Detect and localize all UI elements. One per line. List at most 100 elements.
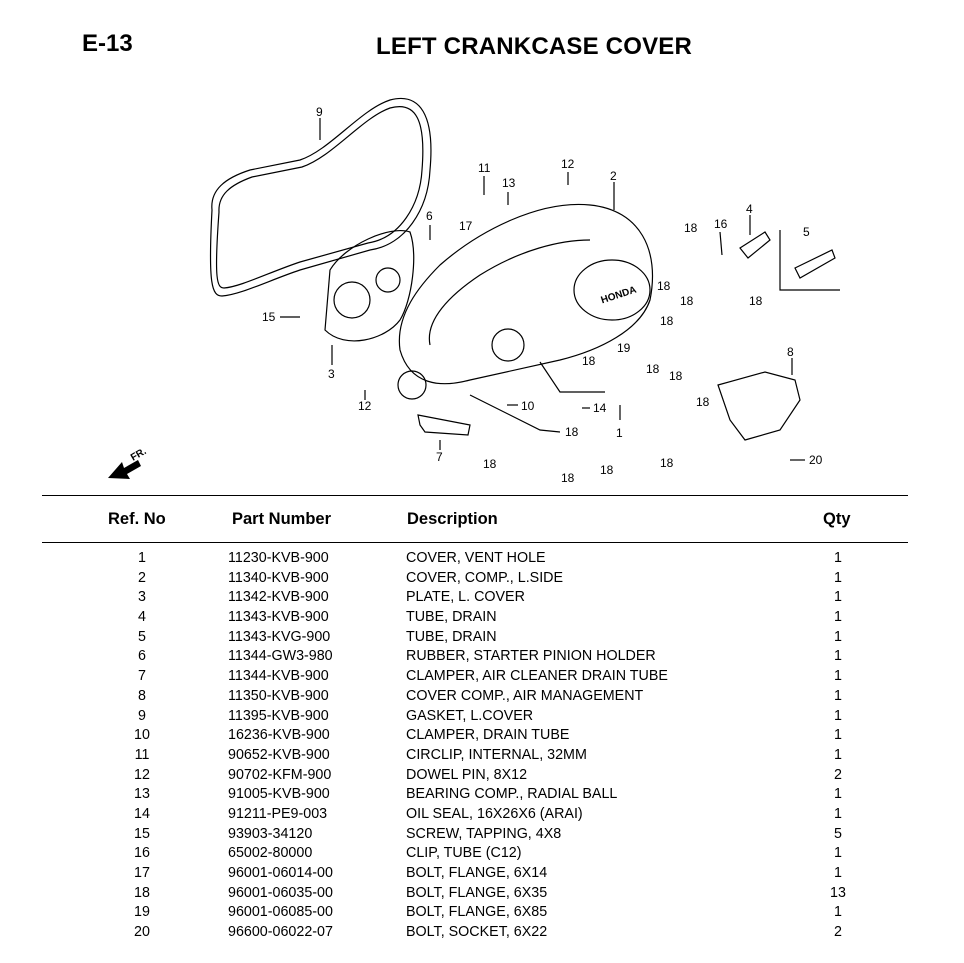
- ref-cell: 19: [134, 904, 150, 921]
- description-cell: BOLT, SOCKET, 6X22: [406, 924, 548, 941]
- svg-text:18: 18: [684, 221, 698, 235]
- svg-text:17: 17: [459, 219, 473, 233]
- description-cell: OIL SEAL, 16X26X6 (ARAI): [406, 805, 583, 822]
- description-cell: BOLT, FLANGE, 6X14: [406, 865, 548, 881]
- col-header-part: Part Number: [232, 510, 332, 528]
- svg-text:11: 11: [478, 161, 491, 175]
- description-cell: CLIP, TUBE (C12): [406, 845, 522, 862]
- ref-cell: 16: [134, 845, 150, 862]
- svg-text:18: 18: [483, 457, 497, 471]
- diagram-lines: [209, 97, 840, 461]
- description-cell: CLAMPER, AIR CLEANER DRAIN TUBE: [406, 668, 668, 685]
- exploded-parts-diagram: 9 11 13 12 2 6 17 16 4 5 18 18 18 18 18 …: [108, 97, 840, 485]
- svg-text:3: 3: [328, 367, 335, 381]
- svg-text:2: 2: [610, 169, 617, 183]
- direction-label: FR.: [129, 446, 149, 464]
- air-cover-outline: [717, 371, 801, 441]
- ref-cell: 18: [134, 884, 150, 901]
- svg-text:5: 5: [803, 225, 810, 239]
- qty-cell: 1: [834, 805, 842, 822]
- description-cell: CLAMPER, DRAIN TUBE: [406, 727, 570, 744]
- ref-cell: 5: [138, 628, 146, 645]
- col-header-ref: Ref. No: [108, 510, 166, 528]
- part-number-cell: 11343-KVB-900: [228, 609, 329, 626]
- svg-text:6: 6: [426, 209, 433, 223]
- svg-text:1: 1: [616, 426, 623, 440]
- ref-cell: 17: [134, 865, 150, 881]
- qty-cell: 13: [830, 884, 846, 901]
- part-number-cell: 91211-PE9-003: [228, 805, 328, 822]
- svg-text:12: 12: [358, 399, 372, 413]
- gasket-outline: [209, 97, 432, 297]
- qty-cell: 1: [834, 668, 842, 685]
- svg-text:7: 7: [436, 450, 443, 464]
- qty-cell: 1: [834, 687, 842, 704]
- description-cell: BOLT, FLANGE, 6X85: [406, 904, 548, 921]
- svg-text:18: 18: [660, 314, 674, 328]
- part-number-cell: 11342-KVB-900: [228, 589, 329, 606]
- table-header-rule: [42, 542, 908, 543]
- qty-cell: 1: [834, 904, 842, 921]
- callout-labels: 9 11 13 12 2 6 17 16 4 5 18 18 18 18 18 …: [262, 105, 823, 485]
- col-header-qty: Qty: [823, 510, 851, 528]
- description-cell: COVER COMP., AIR MANAGEMENT: [406, 687, 644, 704]
- qty-cell: 1: [834, 648, 842, 665]
- part-number-cell: 11340-KVB-900: [228, 569, 329, 586]
- ref-cell: 20: [134, 924, 150, 941]
- drain-tube-5: [794, 249, 836, 279]
- svg-text:18: 18: [696, 395, 710, 409]
- svg-text:9: 9: [316, 105, 323, 119]
- qty-cell: 5: [834, 825, 842, 842]
- svg-text:18: 18: [646, 362, 660, 376]
- ref-cell: 4: [138, 609, 146, 626]
- svg-text:13: 13: [502, 176, 516, 190]
- part-number-cell: 65002-80000: [228, 845, 313, 862]
- ref-cell: 2: [138, 569, 146, 586]
- description-cell: TUBE, DRAIN: [406, 609, 497, 626]
- svg-text:12: 12: [561, 157, 575, 171]
- qty-cell: 2: [834, 924, 842, 941]
- description-cell: CIRCLIP, INTERNAL, 32MM: [406, 746, 587, 763]
- description-cell: BEARING COMP., RADIAL BALL: [406, 786, 618, 803]
- description-cell: RUBBER, STARTER PINION HOLDER: [406, 648, 656, 665]
- svg-text:18: 18: [565, 425, 579, 439]
- table-row: 13 91005-KVB-900 BEARING COMP., RADIAL BAL…: [0, 785, 964, 805]
- svg-text:4: 4: [746, 202, 753, 216]
- svg-text:18: 18: [582, 354, 596, 368]
- svg-text:20: 20: [809, 453, 823, 467]
- svg-text:10: 10: [521, 399, 535, 413]
- ref-cell: 6: [138, 648, 146, 665]
- clamper-outline: [417, 414, 471, 436]
- plate-outline: [324, 230, 415, 342]
- ref-cell: 13: [134, 786, 150, 803]
- part-number-cell: 11344-GW3-980: [228, 648, 333, 665]
- brand-mark: HONDA: [600, 285, 638, 307]
- ref-cell: 3: [138, 589, 146, 606]
- svg-text:15: 15: [262, 310, 276, 324]
- svg-text:18: 18: [680, 294, 694, 308]
- part-number-cell: 91005-KVB-900: [228, 786, 330, 803]
- qty-cell: 1: [834, 628, 842, 645]
- ref-cell: 1: [138, 550, 146, 566]
- qty-cell: 1: [834, 589, 842, 606]
- part-number-cell: 11395-KVB-900: [228, 707, 329, 724]
- description-cell: COVER, VENT HOLE: [406, 550, 546, 566]
- page-title: LEFT CRANKCASE COVER: [376, 33, 693, 60]
- qty-cell: 1: [834, 845, 842, 862]
- svg-text:18: 18: [749, 294, 763, 308]
- qty-cell: 1: [834, 707, 842, 724]
- description-cell: BOLT, FLANGE, 6X35: [406, 884, 548, 901]
